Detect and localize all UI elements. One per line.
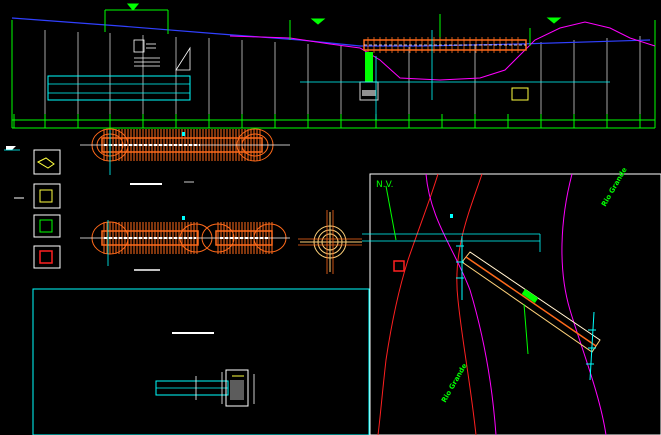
- level-label: N.V.: [376, 180, 394, 190]
- detail-legend-icons: [4, 146, 61, 269]
- pier-section-detail: [298, 210, 362, 274]
- rebar-plan-upper: [80, 128, 290, 185]
- site-plan-view: [362, 173, 661, 435]
- longitudinal-profile: [11, 3, 656, 129]
- bottom-left-viewport: [32, 288, 370, 435]
- rebar-plan-lower: [80, 216, 290, 271]
